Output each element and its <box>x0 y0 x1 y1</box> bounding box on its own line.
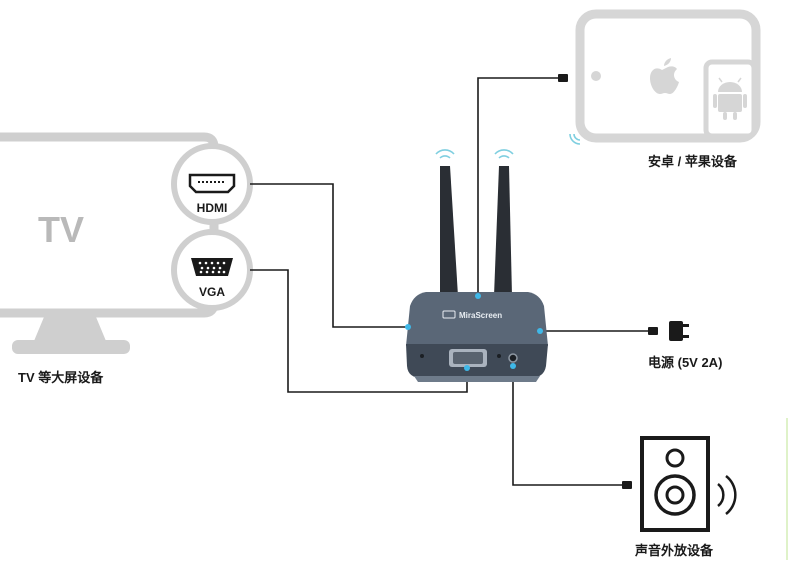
antenna-left <box>440 166 458 296</box>
cable-plugs <box>558 74 658 489</box>
device-antennas <box>435 149 514 296</box>
sound-waves-icon <box>717 475 737 515</box>
speaker-icon <box>640 436 737 532</box>
connector-dot-power <box>537 328 543 334</box>
connector-dot-top <box>475 293 481 299</box>
hdmi-cable <box>250 183 408 328</box>
receiver-indicator-right <box>497 354 501 358</box>
hdmi-port-badge: HDMI <box>171 143 253 225</box>
receiver-logo-badge <box>442 310 456 319</box>
tv-illustration: TV <box>0 132 219 354</box>
tv-stand-base <box>12 340 130 354</box>
tablet-home-button <box>591 71 601 81</box>
audio-cable <box>512 366 624 486</box>
receiver-top <box>406 292 548 346</box>
receiver-shadow <box>414 376 540 382</box>
speaker-label: 声音外放设备 <box>634 543 714 558</box>
tablet-illustration <box>569 9 761 145</box>
mobile-devices-label: 安卓 / 苹果设备 <box>648 154 738 169</box>
tv-stand <box>34 317 106 341</box>
vga-port-icon <box>191 258 233 276</box>
tablet-plug <box>558 74 568 82</box>
audio-plug <box>622 481 632 489</box>
antenna-right <box>494 166 512 296</box>
wifi-cable-to-tablet <box>477 77 560 296</box>
connector-dot-vga <box>464 365 470 371</box>
mirascreen-receiver: MiraScreen <box>406 292 548 382</box>
receiver-audio-jack <box>508 353 518 363</box>
connector-dot-audio <box>510 363 516 369</box>
receiver-indicator-left <box>420 354 424 358</box>
hdmi-port-icon <box>188 173 236 194</box>
hdmi-port-label: HDMI <box>197 201 228 215</box>
apple-logo-icon <box>650 58 679 94</box>
android-logo-icon <box>713 77 747 120</box>
power-adapter-icon <box>669 321 689 341</box>
vga-cable <box>250 269 468 393</box>
antenna-left-wifi-icon <box>435 149 455 159</box>
vga-port-badge: VGA <box>171 229 253 311</box>
vga-port-label: VGA <box>199 285 225 299</box>
antenna-right-wifi-icon <box>494 149 514 159</box>
connector-dots <box>405 293 543 371</box>
tv-devices-label: TV 等大屏设备 <box>18 370 104 385</box>
tablet-wifi-icon <box>569 133 581 145</box>
receiver-vga-port <box>449 349 487 367</box>
connection-lines <box>250 77 650 486</box>
tv-frame <box>0 132 219 318</box>
receiver-brand-label: MiraScreen <box>459 311 502 320</box>
connector-dot-hdmi <box>405 324 411 330</box>
power-label: 电源 (5V 2A) <box>648 355 722 370</box>
tv-screen-label: TV <box>38 209 84 250</box>
power-plug-tip <box>648 327 658 335</box>
